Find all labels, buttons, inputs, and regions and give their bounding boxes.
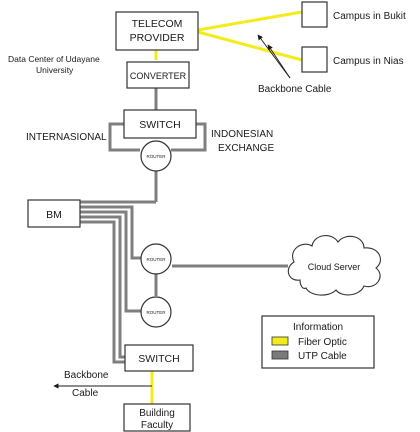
indonesian-exchange-line-2: EXCHANGE <box>218 143 274 154</box>
campus-nias-label: Campus in Nias <box>333 56 404 67</box>
utp-switch-router-left <box>108 122 140 152</box>
bm-label: BM <box>46 209 62 221</box>
cloud-server: Cloud Server <box>287 235 381 296</box>
legend-swatch-utp <box>271 350 289 360</box>
legend-swatch-fiber <box>271 336 289 346</box>
internasional-label: INTERNASIONAL <box>26 132 107 143</box>
campus-bukit-label: Campus in Bukit <box>333 11 406 22</box>
backbone-arrow-left <box>257 34 291 79</box>
fiber-links <box>150 10 303 404</box>
campus-nias-box <box>301 46 328 73</box>
utp-bm-switch-b <box>80 220 125 364</box>
utp-bm-switch-a <box>80 215 125 359</box>
router-1-label: ROUTER <box>147 154 167 159</box>
switch-bottom-label: SWITCH <box>138 353 179 365</box>
campus-bukit: Campus in Bukit <box>301 1 406 28</box>
switch-top-label: SWITCH <box>139 119 180 131</box>
utp-bm-router2 <box>80 205 141 260</box>
fiber-telecom-bukit <box>197 10 303 32</box>
utp-links <box>80 88 288 364</box>
fiber-telecom-nias <box>197 30 303 62</box>
data-center-line-2: University <box>36 65 74 75</box>
router-2-label: ROUTER <box>147 257 167 262</box>
legend-label-utp: UTP Cable <box>298 351 347 362</box>
legend-title: Information <box>293 322 343 333</box>
router-1-circle <box>140 140 172 172</box>
converter-box <box>126 61 190 89</box>
backbone-cable-label: Backbone Cable <box>258 84 332 95</box>
bm-box <box>27 199 81 228</box>
telecom-provider-label-1: TELECOM <box>132 18 183 30</box>
utp-bm-router3 <box>80 210 141 313</box>
cloud-server-label: Cloud Server <box>308 262 361 272</box>
backbone-bottom: Backbone Cable <box>53 370 152 399</box>
cloud-shape <box>287 235 381 296</box>
building-faculty-line-2: Faculty <box>141 420 173 431</box>
data-center-label: Data Center of Udayane University <box>8 54 100 75</box>
indonesian-exchange-line-1: INDONESIAN <box>211 129 273 140</box>
converter-label: CONVERTER <box>130 71 187 81</box>
building-faculty: Building Faculty <box>123 403 191 432</box>
data-center-line-1: Data Center of Udayane <box>8 54 100 64</box>
legend: Information Fiber Optic UTP Cable <box>261 315 375 369</box>
switch-top-box <box>123 109 197 139</box>
telecom-provider-label-2: PROVIDER <box>130 32 185 44</box>
router-3: ROUTER <box>140 296 172 328</box>
router-2: ROUTER <box>140 243 172 275</box>
telecom-provider: TELECOM PROVIDER <box>115 11 199 51</box>
utp-switch-router-right <box>171 122 207 152</box>
campus-nias: Campus in Nias <box>301 46 404 73</box>
bm: BM <box>27 199 81 228</box>
backbone-arrow-right <box>267 44 291 79</box>
router-1: ROUTER <box>140 140 172 172</box>
legend-label-fiber: Fiber Optic <box>298 337 347 348</box>
router-2-circle <box>140 243 172 275</box>
converter: CONVERTER <box>126 61 190 89</box>
router-3-label: ROUTER <box>147 310 167 315</box>
backbone-top: Backbone Cable <box>257 34 332 95</box>
campus-bukit-box <box>301 1 328 28</box>
router-3-circle <box>140 296 172 328</box>
building-faculty-box <box>123 403 191 432</box>
switch-bottom-box <box>124 344 194 372</box>
backbone-bottom-line-2: Cable <box>72 388 99 399</box>
switch-bottom: SWITCH <box>124 344 194 372</box>
backbone-bottom-line-1: Backbone <box>64 370 109 381</box>
building-faculty-line-1: Building <box>139 408 175 419</box>
switch-top: SWITCH <box>123 109 197 139</box>
telecom-provider-box <box>115 11 199 51</box>
